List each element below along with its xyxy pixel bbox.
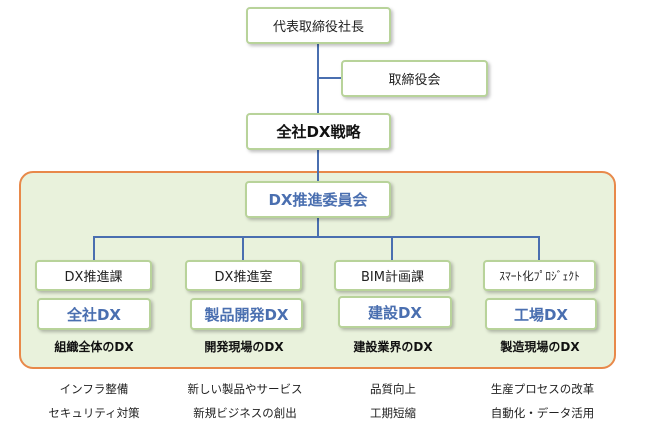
board-box: 取締役会 xyxy=(341,60,488,97)
committee-box: DX推進委員会 xyxy=(245,181,391,218)
horizontal-bus-line xyxy=(93,236,540,238)
item-schedule: 工期短縮 xyxy=(370,406,416,420)
strategy-box: 全社DX戦略 xyxy=(246,113,391,150)
dept-box-dx-promotion-section: DX推進課 xyxy=(35,260,152,291)
drop-line-2 xyxy=(242,236,244,260)
caption-product-development: 開発現場のDX xyxy=(204,340,284,354)
dept-box-bim-planning: BIM計画課 xyxy=(334,260,451,291)
drop-line-3 xyxy=(391,236,393,260)
committee-down-line xyxy=(317,218,319,237)
caption-factory: 製造現場のDX xyxy=(500,340,580,354)
strategy-committee-line xyxy=(317,149,319,181)
trunk-line xyxy=(317,44,319,115)
caption-company-wide: 組織全体のDX xyxy=(54,340,134,354)
dx-box-construction: 建設DX xyxy=(338,296,452,328)
dx-box-factory: 工場DX xyxy=(485,298,597,330)
item-new-products: 新しい製品やサービス xyxy=(187,382,303,396)
dx-box-company-wide: 全社DX xyxy=(37,298,151,330)
item-quality: 品質向上 xyxy=(370,382,416,396)
drop-line-1 xyxy=(93,236,95,260)
ceo-box: 代表取締役社長 xyxy=(246,7,391,44)
dept-box-dx-promotion-office: DX推進室 xyxy=(185,260,302,291)
caption-construction: 建設業界のDX xyxy=(353,340,433,354)
drop-line-4 xyxy=(538,236,540,260)
dx-box-product-development: 製品開発DX xyxy=(190,298,303,330)
item-infrastructure: インフラ整備 xyxy=(59,382,129,396)
item-production-reform: 生産プロセスの改革 xyxy=(490,382,595,396)
board-branch-line xyxy=(318,77,341,79)
item-automation: 自動化・データ活用 xyxy=(490,406,595,420)
item-security: セキュリティ対策 xyxy=(48,406,140,420)
dept-box-smart-project: ｽﾏｰﾄ化ﾌﾟﾛｼﾞｪｸﾄ xyxy=(483,260,596,291)
item-new-business: 新規ビジネスの創出 xyxy=(193,406,297,420)
